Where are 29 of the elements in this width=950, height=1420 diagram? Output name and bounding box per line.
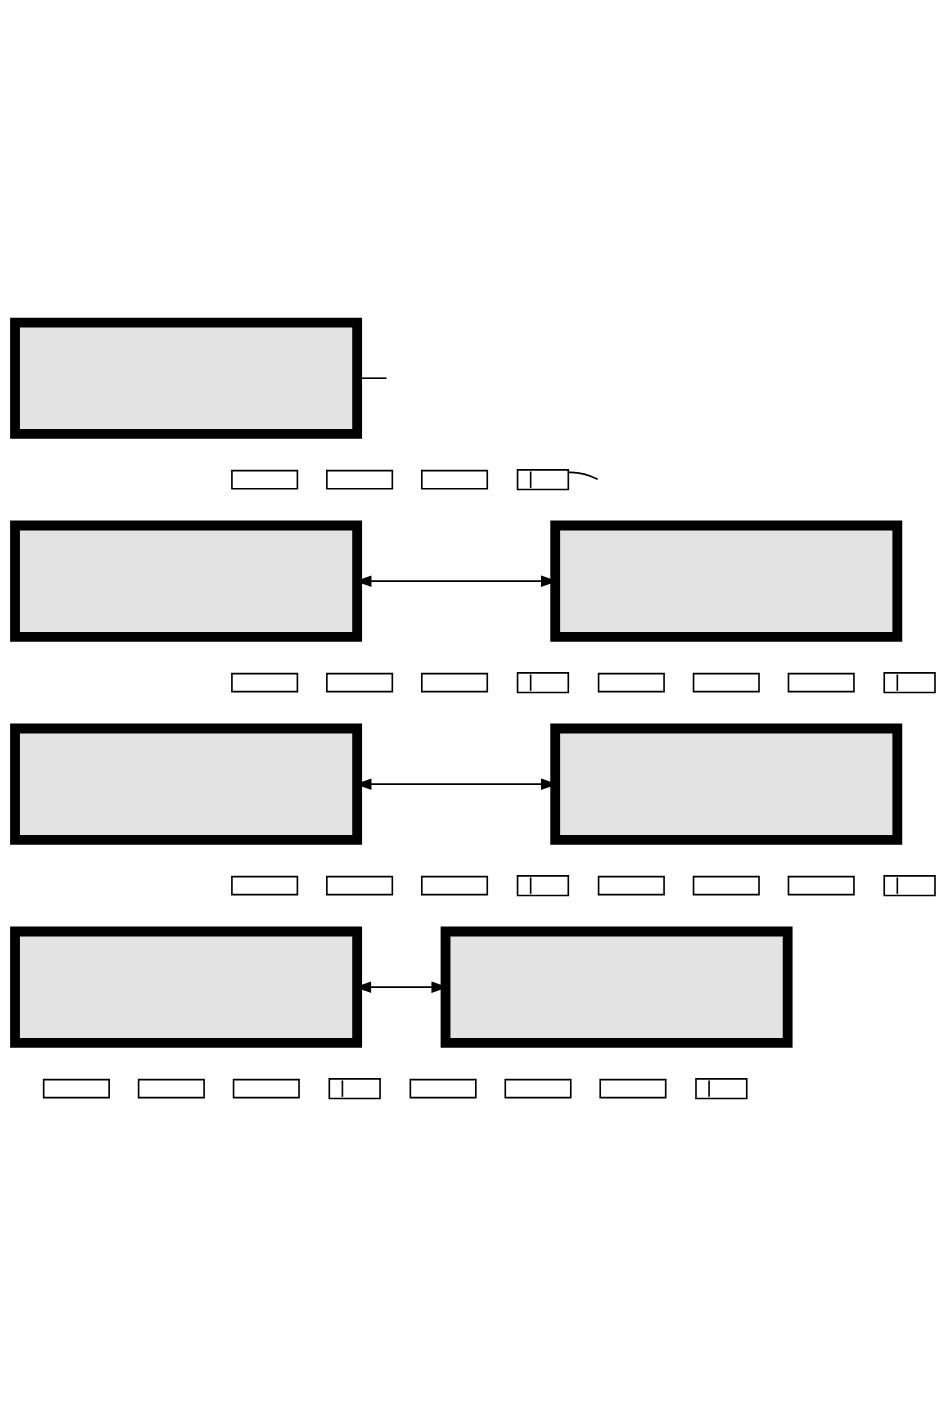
node-box: [326, 875, 394, 895]
node-box: [326, 672, 394, 692]
node-box: [42, 1078, 110, 1098]
node-box: [421, 469, 489, 489]
node-box: [421, 875, 489, 895]
node-box: [597, 875, 665, 895]
node-box: [599, 1078, 667, 1098]
node-box: [692, 875, 760, 895]
node-box: [232, 1078, 300, 1098]
node-box: [421, 672, 489, 692]
node-box: [787, 875, 855, 895]
node-box: [231, 469, 299, 489]
node-box: [550, 723, 903, 845]
node-box: [231, 672, 299, 692]
node-box: [504, 1078, 572, 1098]
node-box: [10, 926, 363, 1048]
node-box: [10, 723, 363, 845]
node-box: [787, 672, 855, 692]
node-box: [10, 317, 363, 439]
node-box: [440, 926, 793, 1048]
node-box: [597, 672, 665, 692]
node-box: [137, 1078, 205, 1098]
node-box: [692, 672, 760, 692]
node-box: [326, 469, 394, 489]
connector: [567, 471, 599, 480]
node-box: [409, 1078, 477, 1098]
node-box: [231, 875, 299, 895]
node-box: [10, 520, 363, 642]
node-box: [550, 520, 903, 642]
